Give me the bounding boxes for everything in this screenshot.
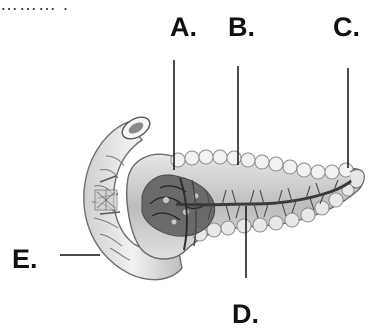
label-c: C. bbox=[333, 14, 360, 41]
label-b: B. bbox=[228, 14, 255, 41]
label-e: E. bbox=[12, 246, 38, 273]
label-d: D. bbox=[232, 301, 259, 328]
truncated-question-text: ……… . bbox=[0, 0, 69, 15]
label-a: A. bbox=[170, 14, 197, 41]
